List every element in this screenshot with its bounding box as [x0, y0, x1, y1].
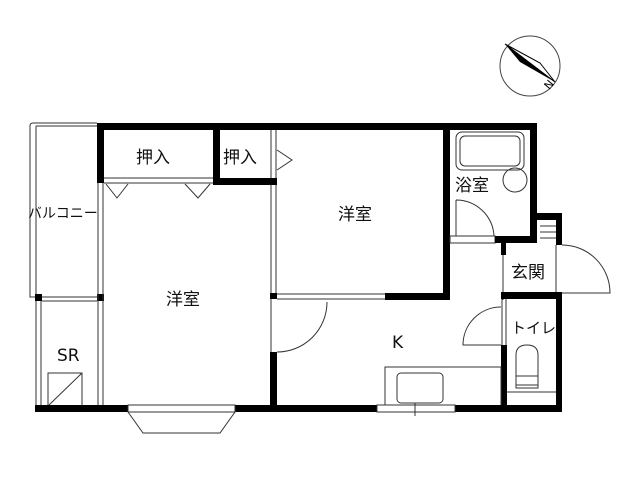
compass-icon: N — [499, 35, 561, 97]
entrance-door — [561, 244, 611, 294]
label-closet-large: 押入 — [136, 148, 170, 168]
balcony-outline — [29, 122, 97, 298]
label-closet-small: 押入 — [223, 148, 257, 168]
washbasin — [502, 167, 528, 193]
label-western-room-upper: 洋室 — [338, 205, 372, 225]
toilet-fixture — [515, 344, 539, 386]
label-kitchen: K — [392, 333, 404, 353]
label-balcony: バルコニー — [28, 206, 98, 222]
label-toilet: トイレ — [511, 319, 556, 337]
label-bathroom: 浴室 — [455, 176, 489, 196]
bay-window — [127, 411, 236, 434]
sink — [396, 372, 444, 404]
label-entrance: 玄関 — [511, 263, 545, 283]
label-western-room-main: 洋室 — [166, 290, 200, 310]
label-storage-room: SR — [57, 346, 80, 366]
bathtub — [455, 131, 525, 171]
